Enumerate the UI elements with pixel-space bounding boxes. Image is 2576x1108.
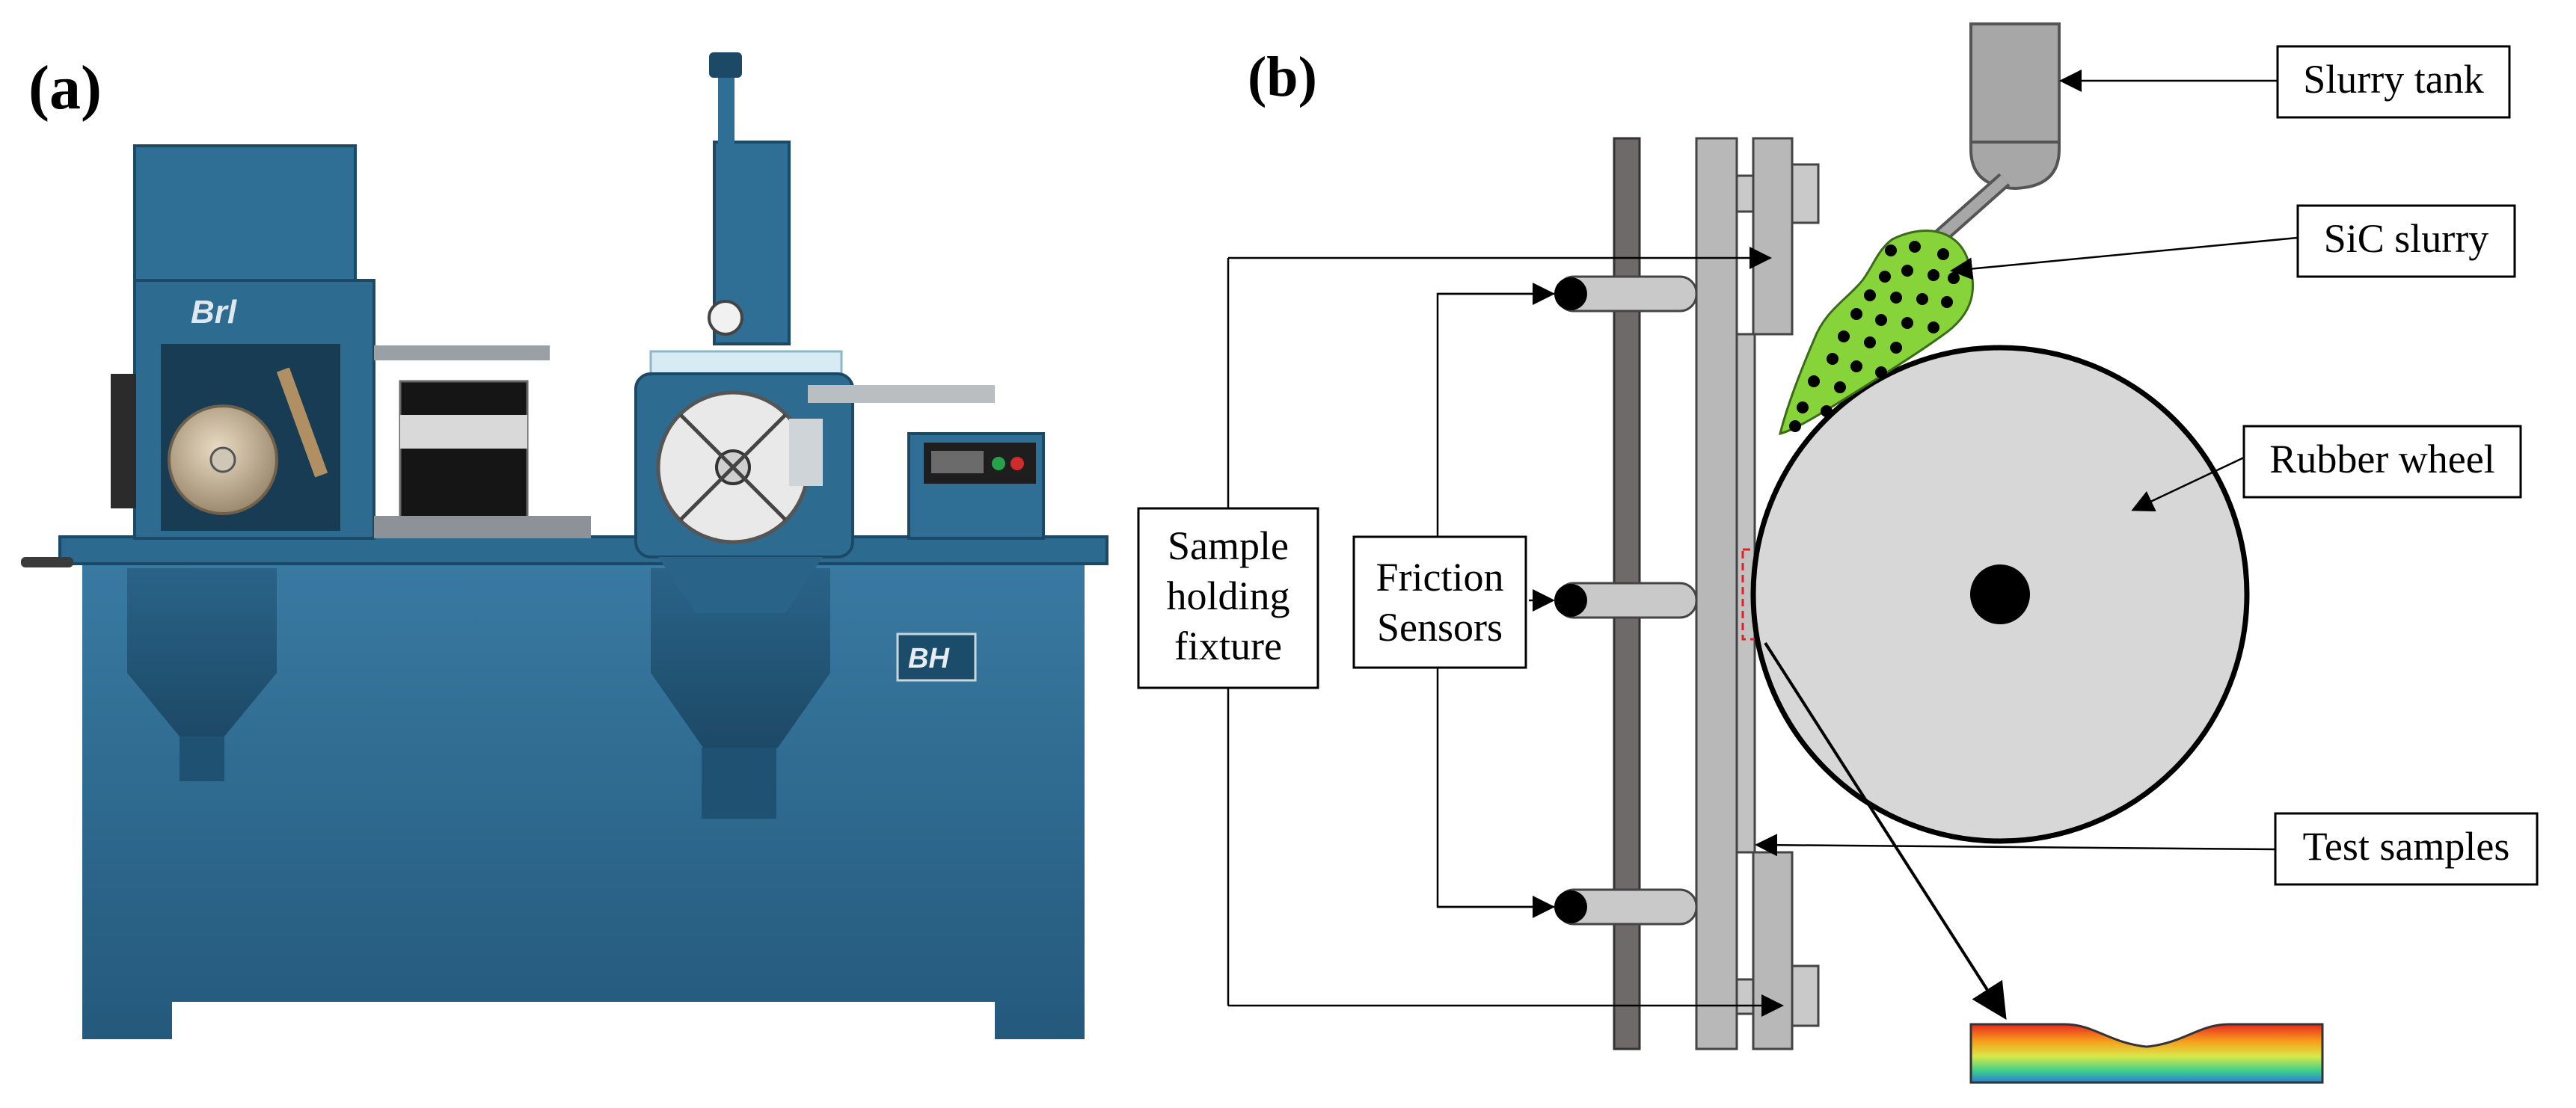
slurry-particle xyxy=(1850,308,1862,320)
slurry-particle xyxy=(1901,265,1913,277)
panel-b: (b) xyxy=(1137,22,2539,1084)
slurry-particle xyxy=(1885,244,1897,256)
slurry-particle xyxy=(1864,336,1876,348)
slurry-particle xyxy=(1789,420,1801,432)
slurry-particle xyxy=(1797,401,1809,413)
grinding-wheel-hub xyxy=(209,446,236,473)
lower-clamp xyxy=(1752,851,1794,1050)
slurry-particle xyxy=(1937,248,1949,260)
callout-fixture-line3: fixture xyxy=(1174,624,1282,668)
callout-sic-slurry: SiC slurry xyxy=(2296,204,2516,278)
slurry-particle xyxy=(1901,317,1913,329)
callout-test-samples-text: Test samples xyxy=(2303,824,2510,869)
slurry-particle xyxy=(1879,271,1891,283)
test-samples-arrow xyxy=(1755,834,2276,857)
side-arm xyxy=(789,419,823,486)
brl-logo-text: Brl xyxy=(191,294,237,330)
lower-clamp-nut xyxy=(1735,978,1755,1015)
callout-rubber-wheel-text: Rubber wheel xyxy=(2269,437,2494,481)
rubber-wheel-arrow xyxy=(2131,456,2245,512)
slurry-particle xyxy=(1928,269,1939,281)
left-control-arm xyxy=(374,345,550,360)
slurry-tank xyxy=(1931,22,2061,246)
right-control-display xyxy=(931,451,984,473)
callout-friction-sensors: Friction Sensors xyxy=(1352,535,1527,669)
slurry-particle xyxy=(1834,381,1846,393)
indicator-red xyxy=(1011,457,1024,470)
callout-sample-holding-fixture: Sample holding fixture xyxy=(1137,507,1319,689)
slurry-particle xyxy=(1875,314,1887,326)
left-unit-hood xyxy=(133,144,357,286)
slurry-particle xyxy=(1928,321,1939,333)
left-control-box xyxy=(399,380,529,532)
right-hopper-spout xyxy=(702,748,776,819)
wear-scar-gradient xyxy=(1969,1023,2324,1084)
callout-friction-sensors-line2: Sensors xyxy=(1377,605,1503,650)
slurry-particle xyxy=(1890,342,1902,354)
leader-lines xyxy=(1227,70,2299,1021)
left-control-panel xyxy=(400,415,527,449)
bh-logo: BH xyxy=(896,633,977,682)
upper-clamp xyxy=(1752,137,1794,336)
panel-a: (a) BH Brl xyxy=(21,52,1108,1041)
callout-test-samples: Test samples xyxy=(2274,812,2539,886)
upper-clamp-bolt xyxy=(1791,163,1820,224)
panel-b-label: (b) xyxy=(1248,46,1317,108)
wheel-spoke-2 xyxy=(679,413,787,521)
wear-scar-profile xyxy=(1969,1023,2324,1084)
slurry-particle xyxy=(1808,375,1820,387)
bh-logo-text: BH xyxy=(908,643,950,674)
slurry-feed-pipe-core xyxy=(1933,175,2008,244)
abrasion-tester-photo: BH Brl xyxy=(21,52,1108,1041)
slurry-particle xyxy=(1909,241,1921,253)
lower-clamp-bolt xyxy=(1791,964,1820,1027)
callout-slurry-tank: Slurry tank xyxy=(2276,45,2511,119)
slurry-particle xyxy=(1864,289,1876,301)
slurry-tank-body xyxy=(1969,22,2061,145)
load-arm xyxy=(808,385,995,403)
callout-fixture-line2: holding xyxy=(1166,573,1289,618)
load-knob xyxy=(709,52,742,78)
slurry-particles xyxy=(1789,241,1960,432)
callout-slurry-tank-text: Slurry tank xyxy=(2303,57,2483,102)
cabinet-foot-gap xyxy=(172,1002,995,1041)
lower-funnel xyxy=(658,557,823,613)
slurry-tank-nozzle xyxy=(1969,141,2061,191)
slurry-particle xyxy=(1941,296,1953,308)
tray xyxy=(374,516,591,538)
friction-sensor-middle xyxy=(1554,582,1698,619)
load-rod xyxy=(718,67,735,307)
slurry-particle xyxy=(1838,330,1850,342)
slurry-particle xyxy=(1875,366,1887,378)
sic-slurry-arrow xyxy=(1950,236,2299,280)
slurry-particle xyxy=(1890,292,1902,304)
left-handle xyxy=(21,557,73,567)
friction-sensor-bottom xyxy=(1554,888,1698,926)
wheel-axle xyxy=(1970,564,2030,624)
left-side-bracket xyxy=(111,374,136,508)
panel-a-label: (a) xyxy=(28,53,102,123)
callout-fixture-line1: Sample xyxy=(1168,523,1289,568)
callout-friction-sensors-line1: Friction xyxy=(1376,555,1504,600)
friction-sensor-top xyxy=(1554,275,1698,313)
wear-profile-arrow xyxy=(1764,641,2007,1021)
slurry-particle xyxy=(1827,353,1839,365)
dial-gauge xyxy=(708,300,743,336)
slurry-particle xyxy=(1850,360,1862,372)
left-hopper-spout xyxy=(180,736,224,781)
callout-rubber-wheel: Rubber wheel xyxy=(2242,425,2522,499)
sample-holder-plate xyxy=(1695,137,1738,1050)
slurry-particle xyxy=(1916,293,1928,305)
left-unit-lever xyxy=(276,367,328,478)
callout-sic-slurry-text: SiC slurry xyxy=(2324,216,2489,261)
indicator-green xyxy=(992,457,1005,470)
upper-clamp-nut xyxy=(1735,174,1755,213)
slurry-particle xyxy=(1821,405,1833,417)
slurry-particle xyxy=(1948,272,1960,284)
machine-tabletop xyxy=(58,535,1108,565)
left-hopper xyxy=(127,568,277,736)
